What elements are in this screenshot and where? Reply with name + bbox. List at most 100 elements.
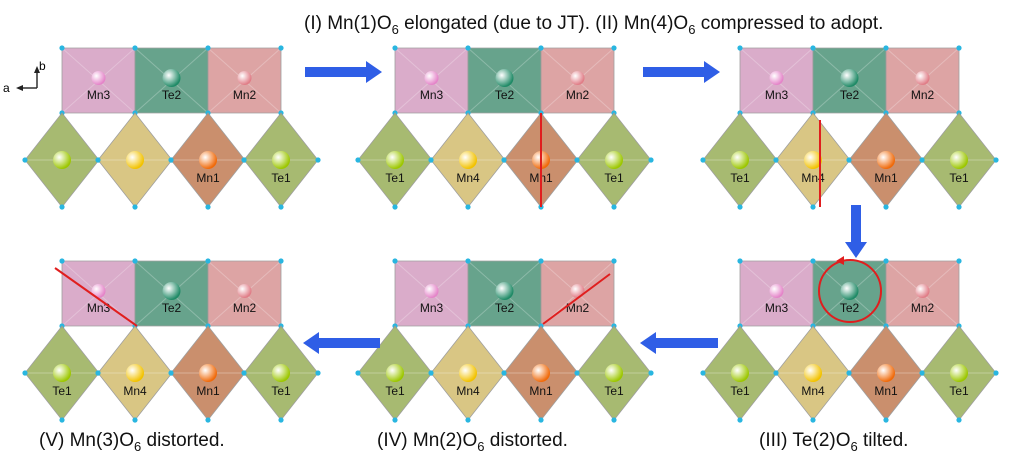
mn2-label: Mn2 [233,301,257,315]
bottom-atom [199,151,217,169]
oxygen-atom [315,370,321,376]
oxygen-atom [956,45,962,51]
bottom-atom-label: Te1 [271,384,291,398]
bottom-atom [459,364,477,382]
oxygen-atom [611,45,617,51]
oxygen-atom [611,258,617,264]
oxygen-atom [132,417,138,423]
arrow-initial-to-I [305,61,382,83]
oxygen-atom [611,417,617,423]
oxygen-atom [278,45,284,51]
bottom-atom-label: Te1 [730,384,750,398]
bottom-atom-label: Te1 [949,171,969,185]
oxygen-atom [993,157,999,163]
oxygen-atom [700,370,706,376]
oxygen-atom [919,157,925,163]
mn2-label: Mn2 [911,88,935,102]
oxygen-atom [737,417,743,423]
bottom-atom [272,151,290,169]
mn2-atom [570,284,585,298]
arrow-I-to-II [643,61,720,83]
oxygen-atom [95,370,101,376]
mn2-label: Mn2 [566,301,590,315]
oxygen-atom [956,204,962,210]
oxygen-atom [956,258,962,264]
mn3-label: Mn3 [87,301,111,315]
mn3-atom [91,71,106,85]
oxygen-atom [95,157,101,163]
mn2-atom [570,71,585,85]
oxygen-atom [205,45,211,51]
oxygen-atom [132,258,138,264]
oxygen-atom [810,204,816,210]
arrow-III-to-IV [640,332,718,354]
bottom-atom-label: Te1 [385,171,405,185]
oxygen-atom [428,157,434,163]
bottom-atom-label: Mn4 [123,384,147,398]
mn2-atom [237,71,252,85]
oxygen-atom [392,45,398,51]
bottom-atom [804,364,822,382]
bottom-atom [877,151,895,169]
bottom-atom [459,151,477,169]
oxygen-atom [205,417,211,423]
mn2-atom [237,284,252,298]
oxygen-atom [278,204,284,210]
distortion-line [542,273,611,325]
oxygen-atom [919,370,925,376]
axis-b-label: b [39,59,46,73]
bottom-atom [731,151,749,169]
oxygen-atom [205,258,211,264]
oxygen-atom [132,204,138,210]
te2-atom [840,69,859,87]
oxygen-atom [59,417,65,423]
bottom-atom [126,151,144,169]
oxygen-atom [810,258,816,264]
oxygen-atom [355,157,361,163]
oxygen-atom [538,417,544,423]
distortion-line [54,267,138,327]
mn3-atom [769,71,784,85]
bottom-atom [605,151,623,169]
oxygen-atom [810,45,816,51]
mn3-atom [424,71,439,85]
oxygen-atom [465,258,471,264]
bottom-atom [53,151,71,169]
oxygen-atom [956,417,962,423]
oxygen-atom [22,370,28,376]
te2-label: Te2 [162,88,182,102]
tilt-circle [818,259,882,323]
bottom-atom [53,364,71,382]
bottom-atom-label: Te1 [271,171,291,185]
te2-atom [495,69,514,87]
oxygen-atom [846,157,852,163]
bottom-atom-label: Te1 [52,384,72,398]
oxygen-atom [278,417,284,423]
bottom-atom-label: Mn4 [801,171,825,185]
oxygen-atom [241,370,247,376]
axis-a-label: a [3,81,10,95]
arrow-IV-to-V [303,332,380,354]
bottom-atom [532,364,550,382]
oxygen-atom [132,45,138,51]
bottom-atom [804,151,822,169]
caption-v: (V) Mn(3)O6 distorted. [39,430,225,454]
mn3-atom [769,284,784,298]
oxygen-atom [278,258,284,264]
bottom-atom [199,364,217,382]
bottom-atom [877,364,895,382]
oxygen-atom [810,417,816,423]
oxygen-atom [205,204,211,210]
mn3-label: Mn3 [765,301,789,315]
oxygen-atom [501,157,507,163]
oxygen-atom [846,370,852,376]
bottom-atom [386,364,404,382]
te2-label: Te2 [495,88,515,102]
te2-atom [495,282,514,300]
mn3-label: Mn3 [420,88,444,102]
te2-label: Te2 [840,301,860,315]
oxygen-atom [883,204,889,210]
